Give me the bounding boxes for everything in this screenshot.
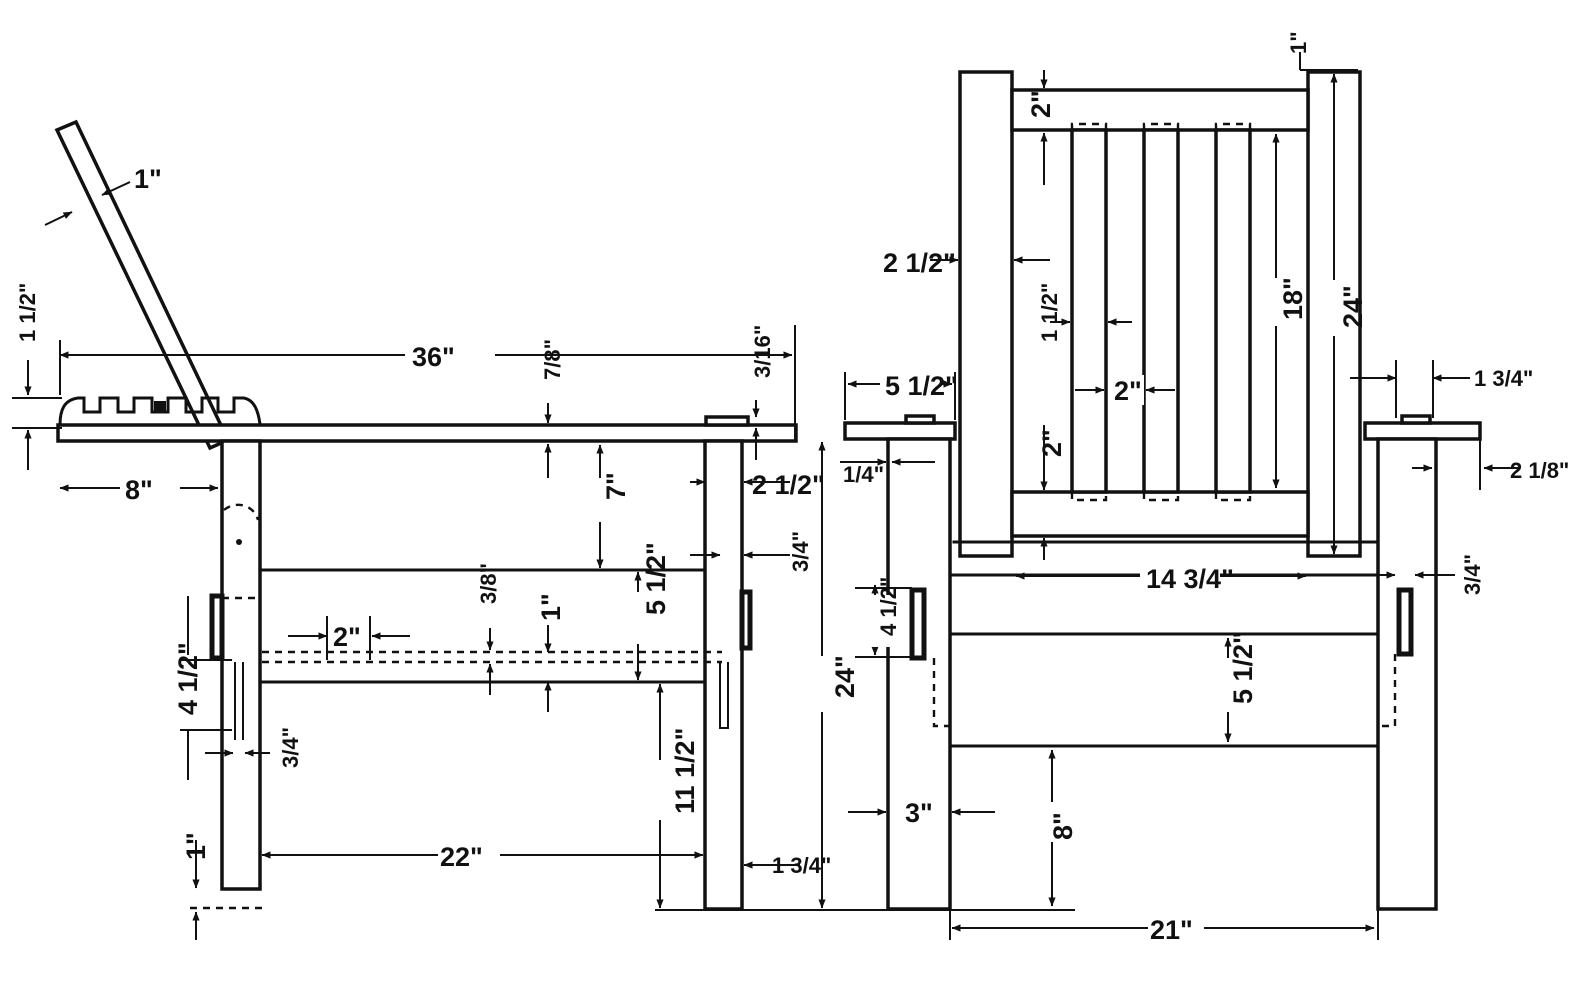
dim-tenon-lower: 3/4" [278,727,303,768]
label-bg [644,760,678,820]
label-bg [1140,560,1220,592]
dim-foot: 1" [181,832,211,860]
left-arm [843,421,957,441]
rack-pin [154,401,166,412]
dim-floor-front: 8" [1048,812,1078,840]
label-bg [860,595,890,647]
label-bg [1318,280,1352,336]
dim-back-tenon: 3/4" [1460,554,1485,595]
label-bg [1110,375,1144,405]
dim-offset-a: 1 3/4" [1474,366,1533,391]
seat-slat-line [262,650,722,664]
dim-front-rail: 5 1/2" [1228,631,1258,704]
label-bg [1148,912,1204,944]
label-bg [585,478,619,522]
dim-back-slat-spacing: 2" [1114,376,1142,406]
dim-arm-clearance: 3/16" [750,325,775,378]
dim-floor-rail: 11 1/2" [670,728,700,814]
right-front-post [1376,437,1438,911]
dim-rail-height: 5 1/2" [641,542,671,615]
back-post [220,439,262,891]
dim-front-tenon: 4 1/2" [876,577,901,636]
back-slat-2 [1142,128,1180,494]
label-bg [880,368,940,400]
right-arm-cleat [1400,414,1432,425]
dim-top-gap: 1" [1286,31,1311,54]
left-arm-cleat [904,414,936,425]
tenon-lines-back [234,662,244,740]
pivot-pin [236,539,242,545]
hidden-tenon-right [1378,654,1397,728]
label-bg [438,839,500,871]
bottom-rail [1010,490,1310,538]
dim-bottom-rail: 2" [1037,429,1067,457]
dim-arm-overhang: 1/4" [843,462,884,487]
dim-arm-to-rail: 7" [601,472,631,500]
label-bg [1212,658,1246,712]
arm-cleat [704,415,750,427]
front-view: 5 1/2" 1/4" 3" 4 1/2" 5 1/2" 8" 21" 2" 1… [840,31,1569,945]
slat-tenons-top [1070,122,1252,130]
arm-board [56,423,798,443]
dim-slat-spacing: 2" [333,622,361,652]
dim-post-width-front: 3" [905,798,933,828]
dim-stile-length: 24" [1338,285,1368,328]
dim-stile-width: 2 1/2" [883,248,956,278]
top-rail [1010,88,1310,132]
label-bg [120,472,180,504]
dim-tenon-length: 4 1/2" [173,642,203,715]
dim-rail-span: 22" [440,842,483,872]
dim-1-arrow [44,211,73,226]
tenon-lines-front [719,662,729,729]
label-bg [623,592,657,644]
left-front-post [886,437,952,911]
dim-1-arrow [101,181,131,196]
back-slat-3 [1214,128,1252,494]
dim-slat-length: 18" [1278,277,1308,320]
dim-slat-width: 1 1/2" [1037,283,1062,342]
label-bg [405,338,495,372]
hidden-pivot [223,503,260,521]
label-bg [1036,802,1070,842]
slat-tenons-bottom [1070,492,1252,502]
front-right-slot [1396,587,1414,657]
dim-top-rail: 2" [1026,90,1056,118]
dim-tenon-upper: 3/4" [788,531,813,572]
dim-slat-depth: 3/8" [476,563,501,604]
right-arm [1363,421,1482,441]
hidden-tenon-left [932,658,950,728]
front-left-slot [909,587,927,661]
back-post-slot [209,593,225,661]
dim-inner-width: 14 3/4" [1146,564,1234,594]
left-stile [958,70,1014,558]
back-slat-1 [1070,128,1108,494]
dim-rack-height: 1 1/2" [15,283,40,342]
front-post-slot [739,589,753,651]
label-bg [806,656,840,712]
dim-arm-width: 5 1/2" [885,371,958,401]
dim-slat-drop: 1" [536,593,566,621]
dim-arm-thickness: 7/8" [540,339,565,380]
dim-back-slat: 1" [134,164,162,194]
dim-offset-b: 2 1/8" [1510,458,1569,483]
dim-arm-rest: 8" [125,475,153,505]
front-post [703,439,744,911]
dim-overall-height: 24" [830,655,860,698]
side-view: 36" 8" 1" 1 1/2" 7/8" 3/16" 7" 2 1/2" 5 … [12,119,1075,940]
dim-overall-width: 21" [1150,915,1193,945]
label-bg [1260,278,1294,326]
dim-overall-length: 36" [412,342,455,372]
dim-post-width: 2 1/2" [752,470,825,500]
